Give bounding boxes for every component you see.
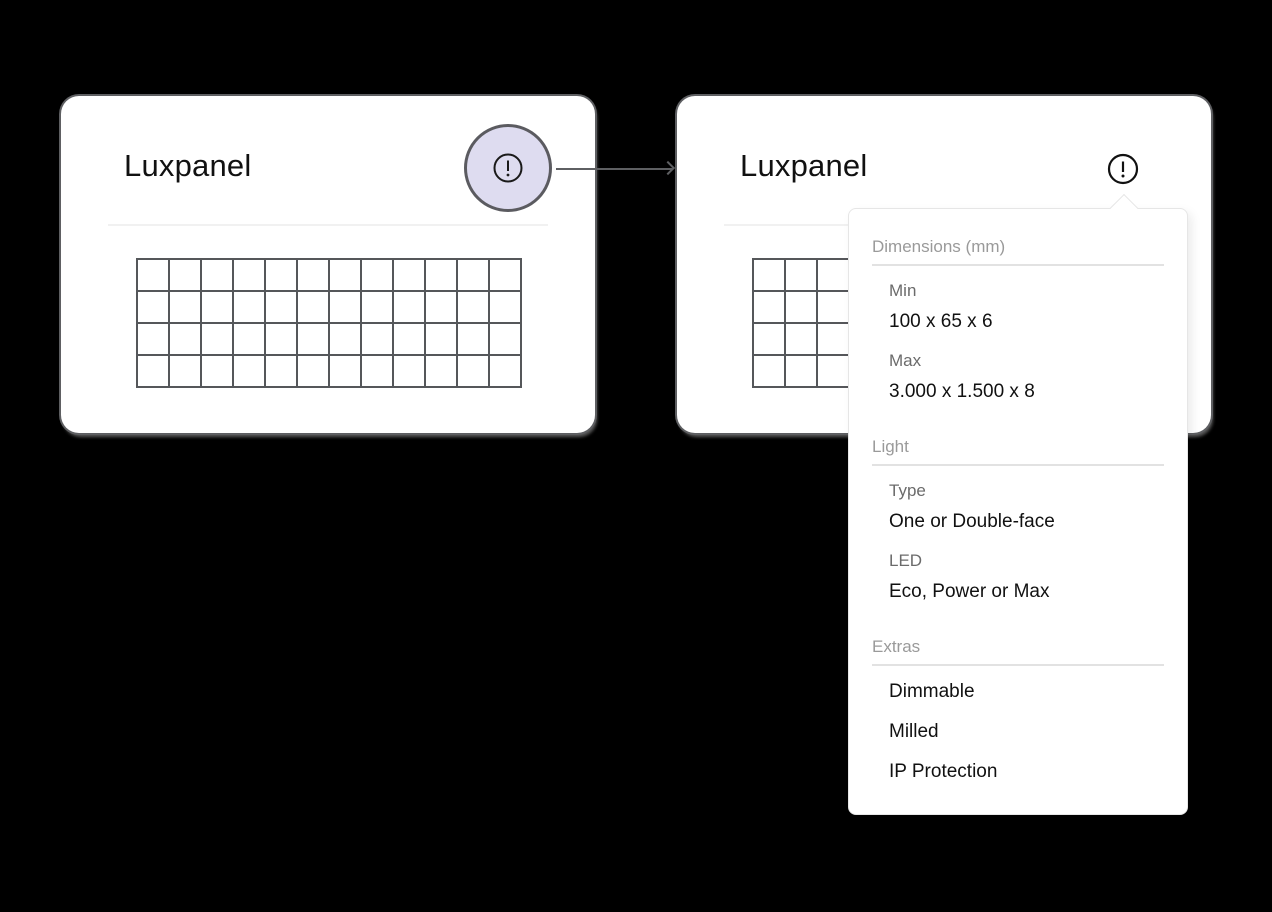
grid-cell <box>394 324 426 356</box>
grid-cell <box>786 260 818 292</box>
grid-cell <box>786 324 818 356</box>
grid-cell <box>458 260 490 292</box>
grid-cell <box>362 324 394 356</box>
grid-cell <box>426 260 458 292</box>
grid-cell <box>818 324 850 356</box>
grid-cell <box>234 292 266 324</box>
field-label: Max <box>889 351 922 370</box>
panel-grid-illustration <box>136 258 522 388</box>
grid-cell <box>330 292 362 324</box>
section-divider <box>872 464 1164 466</box>
info-button[interactable] <box>1107 153 1139 185</box>
grid-cell <box>138 356 170 388</box>
grid-cell <box>394 292 426 324</box>
card-title: Luxpanel <box>124 148 252 183</box>
grid-cell <box>754 356 786 388</box>
grid-cell <box>786 292 818 324</box>
extra-item-ip-protection: IP Protection <box>889 761 998 782</box>
grid-cell <box>754 292 786 324</box>
grid-cell <box>138 292 170 324</box>
connector-arrow-line <box>556 168 672 170</box>
grid-cell <box>298 260 330 292</box>
field-value: Eco, Power or Max <box>889 581 1050 602</box>
extra-item-dimmable: Dimmable <box>889 681 975 702</box>
grid-cell <box>754 324 786 356</box>
section-title: Extras <box>872 637 921 656</box>
grid-cell <box>458 292 490 324</box>
grid-cell <box>202 260 234 292</box>
field-type: Type One or Double-face <box>872 480 1164 534</box>
info-exclamation-icon <box>1107 153 1139 185</box>
grid-cell <box>458 324 490 356</box>
grid-cell <box>818 292 850 324</box>
specs-popover: Dimensions (mm) Min 100 x 65 x 6 Max 3.0… <box>848 193 1188 815</box>
grid-cell <box>426 356 458 388</box>
field-max: Max 3.000 x 1.500 x 8 <box>872 350 1164 404</box>
grid-cell <box>394 356 426 388</box>
grid-cell <box>202 292 234 324</box>
section-extras: Extras Dimmable Milled IP Protection <box>872 636 1164 800</box>
field-value: 100 x 65 x 6 <box>889 311 993 332</box>
grid-cell <box>426 324 458 356</box>
grid-cell <box>330 356 362 388</box>
grid-cell <box>234 260 266 292</box>
section-divider <box>872 664 1164 666</box>
card-divider <box>108 224 548 226</box>
grid-cell <box>266 292 298 324</box>
product-card-default: Luxpanel <box>61 96 595 433</box>
grid-cell <box>170 292 202 324</box>
grid-cell <box>754 260 786 292</box>
card-title: Luxpanel <box>740 148 868 183</box>
grid-cell <box>234 356 266 388</box>
grid-cell <box>362 292 394 324</box>
grid-cell <box>818 260 850 292</box>
grid-cell <box>330 324 362 356</box>
grid-cell <box>362 356 394 388</box>
grid-cell <box>170 324 202 356</box>
grid-cell <box>234 324 266 356</box>
info-button-highlighted[interactable] <box>464 124 552 212</box>
section-dimensions: Dimensions (mm) Min 100 x 65 x 6 Max 3.0… <box>872 236 1164 420</box>
section-light: Light Type One or Double-face LED Eco, P… <box>872 436 1164 620</box>
grid-cell <box>170 356 202 388</box>
grid-cell <box>490 324 522 356</box>
field-label: Min <box>889 281 917 300</box>
grid-cell <box>298 292 330 324</box>
field-min: Min 100 x 65 x 6 <box>872 280 1164 334</box>
grid-cell <box>394 260 426 292</box>
grid-cell <box>138 260 170 292</box>
grid-cell <box>362 260 394 292</box>
field-value: 3.000 x 1.500 x 8 <box>889 381 1035 402</box>
field-label: Type <box>889 481 926 500</box>
grid-cell <box>426 292 458 324</box>
section-divider <box>872 264 1164 266</box>
field-value: One or Double-face <box>889 511 1055 532</box>
section-title: Dimensions (mm) <box>872 237 1006 256</box>
grid-cell <box>330 260 362 292</box>
grid-cell <box>266 356 298 388</box>
grid-cell <box>490 292 522 324</box>
field-led: LED Eco, Power or Max <box>872 550 1164 604</box>
grid-cell <box>490 260 522 292</box>
grid-cell <box>170 260 202 292</box>
grid-cell <box>298 324 330 356</box>
grid-cell <box>298 356 330 388</box>
grid-cell <box>266 324 298 356</box>
grid-cell <box>818 356 850 388</box>
arrow-head-icon <box>660 160 676 176</box>
grid-cell <box>266 260 298 292</box>
grid-cell <box>786 356 818 388</box>
field-label: LED <box>889 551 923 570</box>
section-title: Light <box>872 437 909 456</box>
extra-item-milled: Milled <box>889 721 939 742</box>
grid-cell <box>202 324 234 356</box>
grid-cell <box>138 324 170 356</box>
grid-cell <box>458 356 490 388</box>
grid-cell <box>490 356 522 388</box>
info-exclamation-icon <box>493 153 523 183</box>
grid-cell <box>202 356 234 388</box>
